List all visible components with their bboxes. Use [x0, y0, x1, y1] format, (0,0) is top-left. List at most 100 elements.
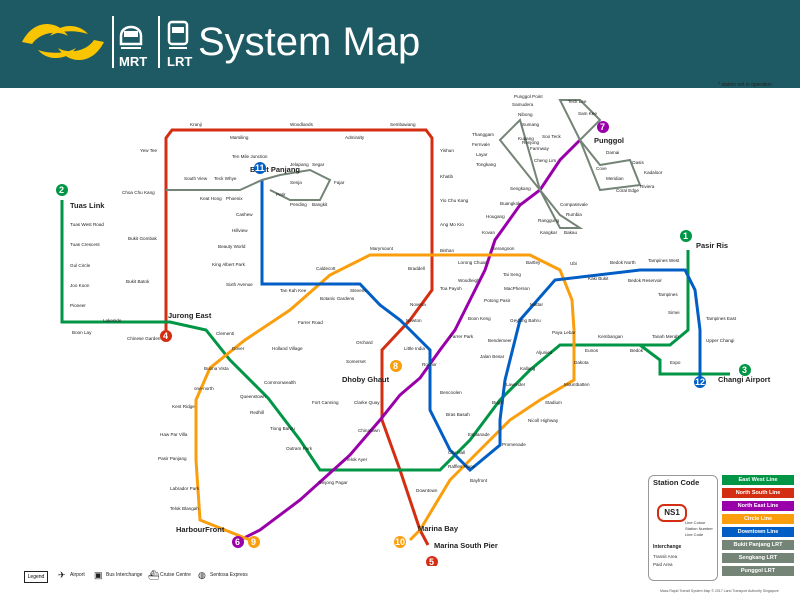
station-label[interactable]: Holland Village [272, 346, 303, 351]
station-label[interactable]: Pasir Ris [696, 241, 728, 250]
station-label[interactable]: Lakeside [103, 318, 122, 323]
station-label[interactable]: Chinese Garden [127, 336, 161, 341]
station-label[interactable]: Farrer Road [298, 320, 323, 325]
station-label[interactable]: Sembawang [390, 122, 416, 127]
station-label[interactable]: Teck Lee [568, 99, 587, 104]
station-label[interactable]: Queenstown [240, 394, 266, 399]
station-label[interactable]: Bedok North [610, 260, 636, 265]
station-label[interactable]: one-north [194, 386, 214, 391]
station-label[interactable]: Potong Pasir [484, 298, 511, 303]
station-label[interactable]: Oasis [632, 160, 644, 165]
station-label[interactable]: Teck Whye [214, 176, 237, 181]
station-label[interactable]: Tampines [658, 292, 678, 297]
station-label[interactable]: Kangkar [540, 230, 558, 235]
station-label[interactable]: Clementi [216, 331, 234, 336]
station-label[interactable]: Haw Par Villa [160, 432, 188, 437]
station-label[interactable]: Woodlands [290, 122, 314, 127]
station-label[interactable]: Labrador Park [170, 486, 200, 491]
station-label[interactable]: King Albert Park [212, 262, 246, 267]
station-label[interactable]: Yishun [440, 148, 454, 153]
station-label[interactable]: Punggol Point [514, 94, 543, 99]
station-label[interactable]: Layar [476, 152, 488, 157]
station-label[interactable]: Mountbatten [564, 382, 590, 387]
station-label[interactable]: Sumang [522, 122, 540, 127]
station-label[interactable]: Caldecott [316, 266, 336, 271]
station-label[interactable]: Botanic Gardens [320, 296, 355, 301]
station-label[interactable]: Boon Lay [72, 330, 92, 335]
station-label[interactable]: Bencoolen [440, 390, 462, 395]
station-label[interactable]: Damai [606, 150, 619, 155]
station-label[interactable]: Tampines East [706, 316, 737, 321]
station-label[interactable]: Tai Seng [503, 272, 521, 277]
station-label[interactable]: Fernvale [472, 142, 490, 147]
station-label[interactable]: Bangkit [312, 202, 328, 207]
station-label[interactable]: Hougang [486, 214, 505, 219]
station-label[interactable]: Tuas West Road [70, 222, 104, 227]
station-label[interactable]: Admiralty [345, 135, 365, 140]
station-label[interactable]: Ang Mo Kio [440, 222, 464, 227]
station-label[interactable]: Bayfront [470, 478, 488, 483]
station-label[interactable]: Tanah Merah [652, 334, 679, 339]
station-label[interactable]: Cashew [236, 212, 253, 217]
station-label[interactable]: Phoenix [226, 196, 243, 201]
station-label[interactable]: Lavender [506, 382, 526, 387]
station-label[interactable]: Pioneer [70, 303, 86, 308]
station-label[interactable]: Farmway [530, 146, 550, 151]
station-label[interactable]: Telok Ayer [346, 457, 368, 462]
station-label[interactable]: Bukit Panjang [250, 165, 300, 174]
station-label[interactable]: Renjong [522, 140, 540, 145]
station-label[interactable]: Little India [404, 346, 425, 351]
station-label[interactable]: Tan Kah Kee [280, 288, 307, 293]
station-label[interactable]: Khatib [440, 174, 453, 179]
station-label[interactable]: Stevens [350, 288, 367, 293]
station-label[interactable]: Thanggam [472, 132, 494, 137]
station-label[interactable]: Kaki Bukit [588, 276, 609, 281]
station-label[interactable]: Hillview [232, 228, 248, 233]
station-label[interactable]: Segar [312, 162, 325, 167]
station-label[interactable]: Clarke Quay [354, 400, 380, 405]
station-label[interactable]: Tanjong Pagar [318, 480, 348, 485]
station-label[interactable]: City Hall [448, 450, 465, 455]
station-label[interactable]: Ten Mile Junction [232, 154, 268, 159]
station-label[interactable]: Bishan [440, 248, 454, 253]
station-label[interactable]: Somerset [346, 359, 366, 364]
station-label[interactable]: Aljunied [536, 350, 553, 355]
station-label[interactable]: Toa Payoh [440, 286, 462, 291]
station-label[interactable]: Ubi [570, 261, 577, 266]
station-label[interactable]: Telok Blangah [170, 506, 199, 511]
station-label[interactable]: Senja [290, 180, 302, 185]
station-label[interactable]: Promenade [502, 442, 526, 447]
station-label[interactable]: Joo Koon [70, 283, 90, 288]
station-label[interactable]: Eunos [585, 348, 599, 353]
station-label[interactable]: Paya Lebar [552, 330, 576, 335]
station-label[interactable]: Jelapang [290, 162, 309, 167]
station-label[interactable]: Buangkok [500, 201, 521, 206]
station-label[interactable]: Mattar [530, 302, 543, 307]
station-label[interactable]: Sengkang [510, 186, 531, 191]
station-label[interactable]: Bendemeer [488, 338, 512, 343]
station-label[interactable]: Kadaloor [644, 170, 663, 175]
station-label[interactable]: Upper Changi [706, 338, 734, 343]
station-label[interactable]: Chinatown [358, 428, 380, 433]
station-label[interactable]: Nibong [518, 112, 533, 117]
station-label[interactable]: Lorong Chuan [458, 260, 488, 265]
station-label[interactable]: Bedok [630, 348, 644, 353]
station-label[interactable]: Marsiling [230, 135, 249, 140]
station-label[interactable]: Choa Chu Kang [122, 190, 155, 195]
station-label[interactable]: Bukit Batok [126, 279, 150, 284]
station-label[interactable]: Raffles Place [448, 464, 475, 469]
station-label[interactable]: HarbourFront [176, 525, 225, 534]
station-label[interactable]: Kent Ridge [172, 404, 195, 409]
station-label[interactable]: Downtown [416, 488, 438, 493]
station-label[interactable]: Riviera [640, 184, 655, 189]
station-label[interactable]: Stadium [545, 400, 562, 405]
station-label[interactable]: Marina Bay [418, 524, 459, 533]
station-label[interactable]: Tuas Crescent [70, 242, 100, 247]
station-label[interactable]: Marina South Pier [434, 541, 498, 550]
station-label[interactable]: Jurong East [168, 311, 212, 320]
station-label[interactable]: Petir [276, 192, 286, 197]
station-label[interactable]: Boon Keng [468, 316, 491, 321]
station-label[interactable]: Outram Park [286, 446, 313, 451]
station-label[interactable]: Orchard [356, 340, 373, 345]
station-label[interactable]: Yio Chu Kang [440, 198, 469, 203]
